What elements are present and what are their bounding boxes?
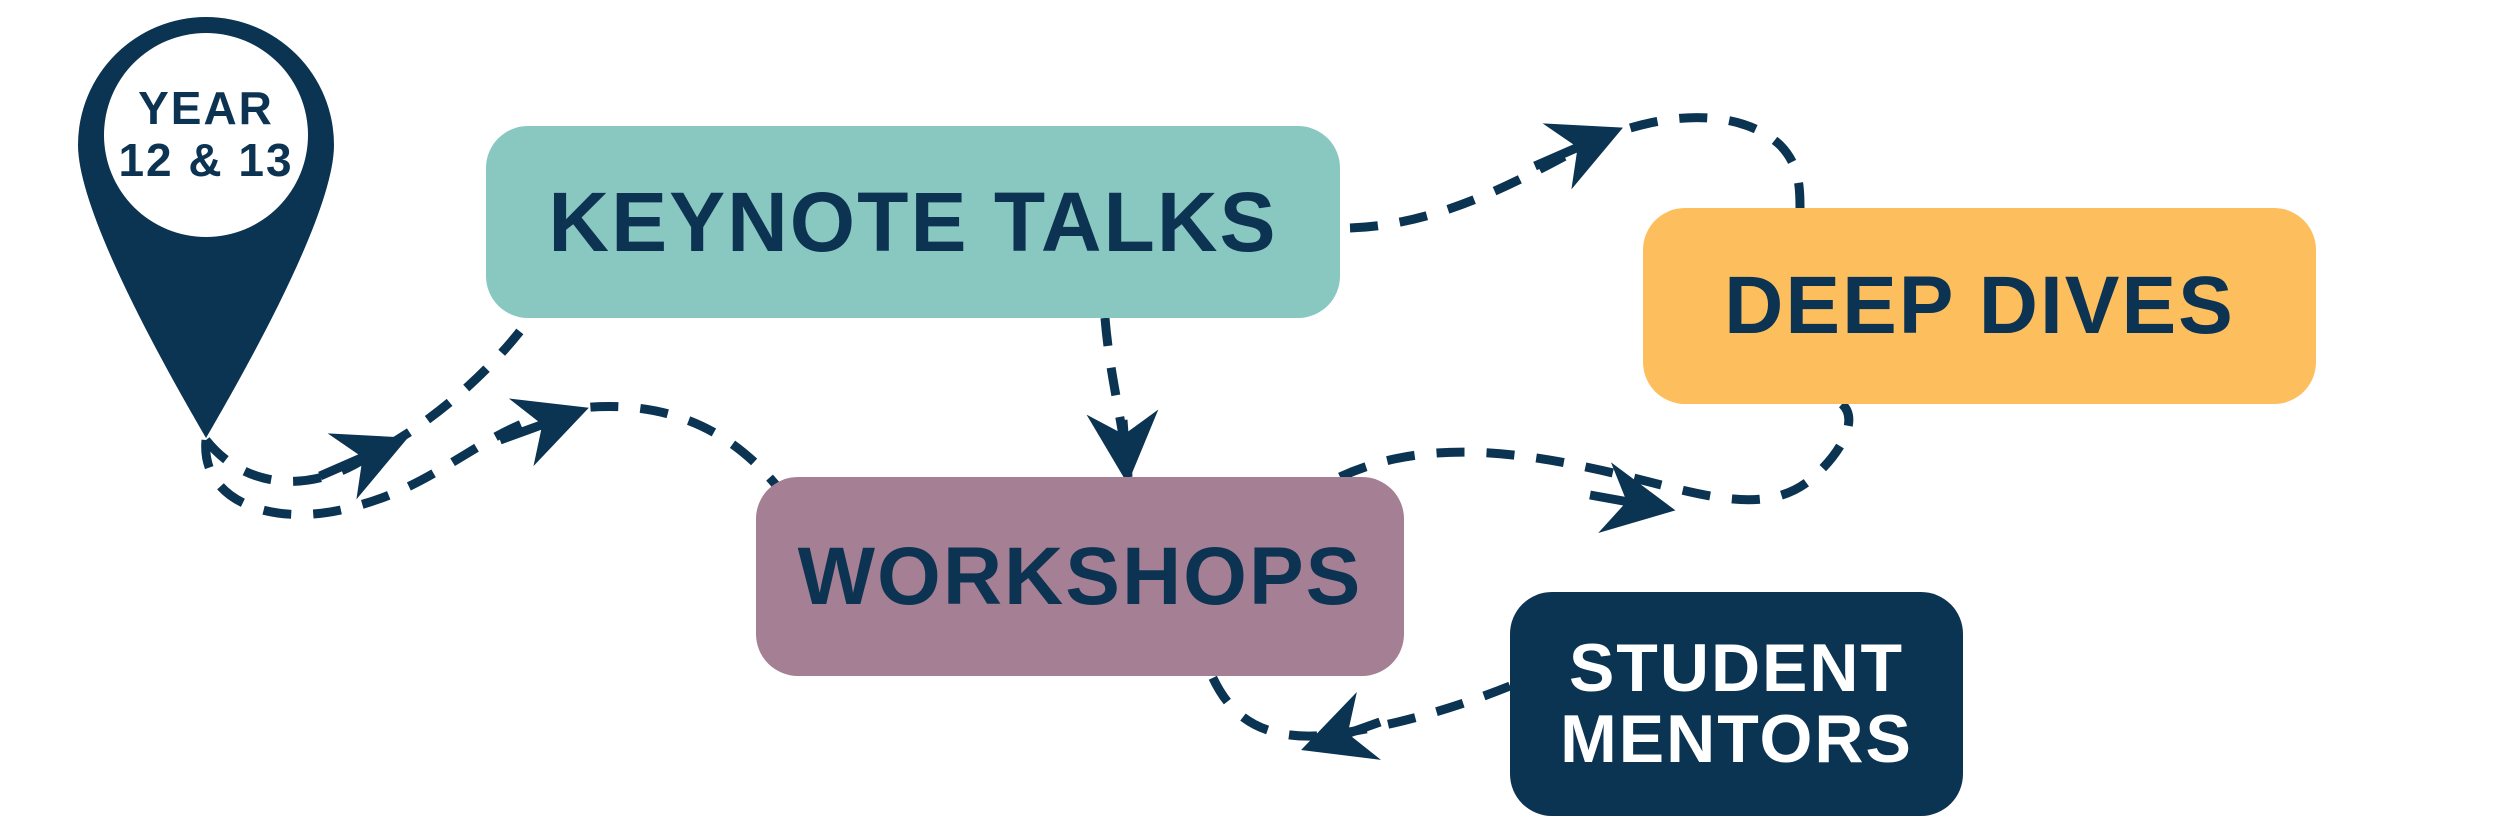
connector-arrow-workshops-deep [1589, 462, 1676, 534]
start-pin-label: YEAR 12 & 13 [104, 78, 308, 192]
node-student-mentors: STUDENT MENTORS [1510, 592, 1963, 816]
connector-arrow-pin-keynote [318, 433, 408, 500]
connector-arrow-pin-workshops [498, 398, 589, 467]
connector-arrow-keynote-workshops [1086, 409, 1159, 484]
node-deep-dives-label: DEEP DIVES [1724, 260, 2235, 351]
node-workshops: WORKSHOPS [756, 477, 1404, 676]
location-pin-hole [104, 33, 308, 237]
connector-pin-to-workshops [201, 402, 784, 520]
connector-arrow-keynote-deep [1533, 123, 1623, 190]
connector-keynote-to-deep-dives [1349, 113, 1805, 233]
start-pin-line-2: 12 & 13 [118, 134, 294, 186]
connector-workshops-to-deep-dives [1338, 400, 1854, 505]
node-keynote-talks: KEYNOTE TALKS [486, 126, 1340, 318]
node-keynote-talks-label: KEYNOTE TALKS [548, 174, 1278, 269]
connector-pin-to-keynote [202, 315, 534, 486]
location-pin-icon [78, 17, 334, 438]
node-workshops-label: WORKSHOPS [797, 530, 1363, 622]
node-student-mentors-line-2: MENTORS [1560, 701, 1913, 777]
node-deep-dives: DEEP DIVES [1643, 208, 2316, 404]
start-pin-line-1: YEAR [138, 82, 274, 135]
connector-keynote-to-workshops [1100, 317, 1133, 478]
node-student-mentors-line-1: STUDENT [1568, 629, 1905, 706]
connector-arrow-mentors-workshops [1301, 692, 1382, 760]
connector-mentors-to-workshops [1207, 674, 1512, 741]
